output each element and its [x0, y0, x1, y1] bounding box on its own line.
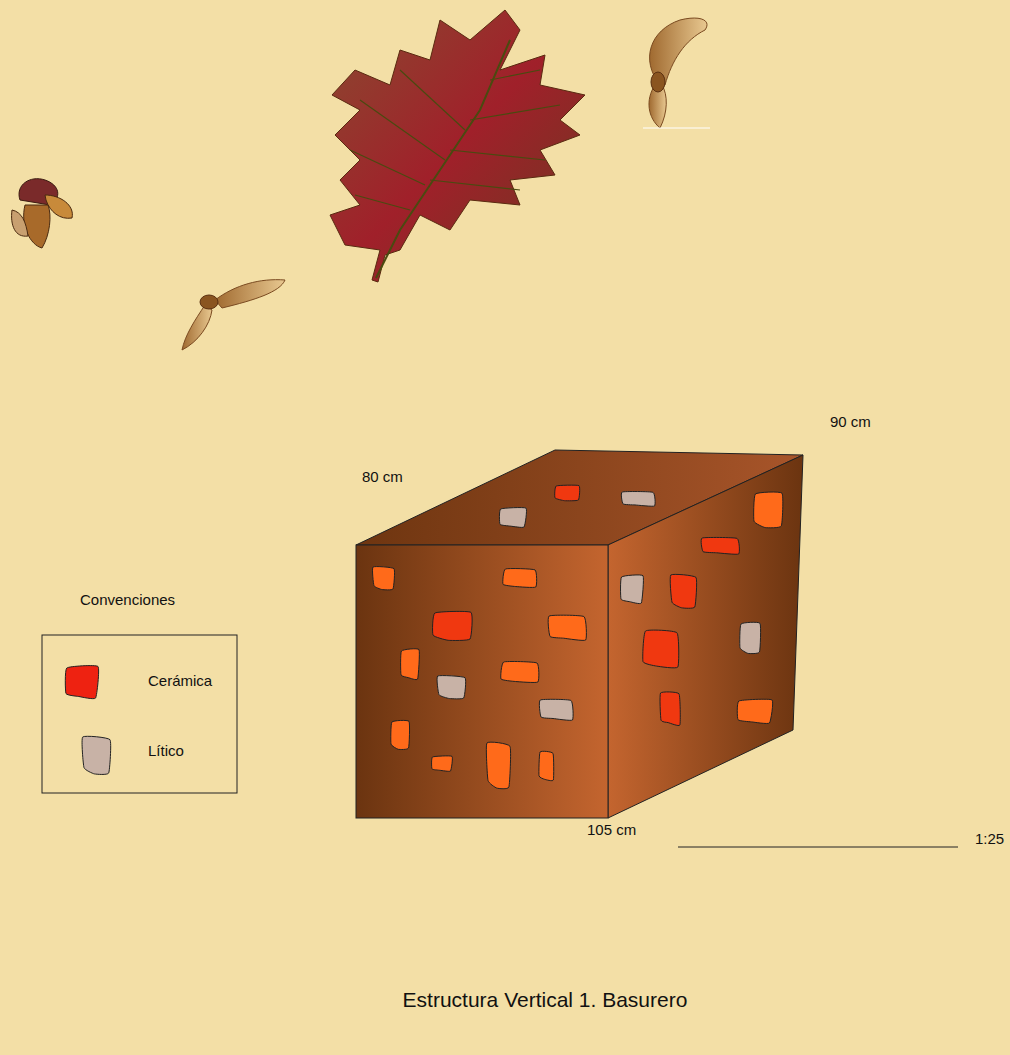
ceramic-fragment: [539, 751, 554, 780]
legend-label: Cerámica: [148, 672, 212, 690]
ceramic-fragment: [754, 492, 783, 528]
ceramic-fragment: [548, 615, 586, 640]
legend-swatch: [82, 736, 111, 774]
lithic-fragment: [621, 492, 655, 507]
scale-bar: [678, 847, 958, 848]
ceramic-fragment: [660, 692, 680, 726]
ceramic-fragment: [401, 649, 420, 680]
refuse-pit-block: [356, 450, 803, 818]
ceramic-fragment: [670, 574, 696, 608]
legend-heading: Convenciones: [80, 591, 175, 609]
legend-swatch: [65, 666, 98, 699]
maple-seed: [643, 18, 710, 128]
dimension-label: 80 cm: [362, 468, 403, 486]
lithic-fragment: [499, 508, 526, 528]
ceramic-fragment: [501, 661, 539, 682]
lithic-fragment: [621, 575, 644, 604]
lithic-fragment: [539, 699, 573, 720]
side-face: [608, 455, 803, 818]
ceramic-fragment: [373, 567, 395, 590]
lithic-fragment: [740, 622, 761, 653]
ceramic-fragment: [432, 756, 453, 771]
ceramic-fragment: [643, 630, 679, 668]
ceramic-fragment: [486, 742, 510, 789]
caption: Estructura Vertical 1. Basurero: [403, 987, 688, 1012]
ceramic-fragment: [701, 537, 739, 554]
scale-label: 1:25: [975, 830, 1004, 848]
ceramic-fragment: [555, 485, 580, 501]
lithic-fragment: [437, 676, 466, 699]
front-face: [356, 545, 608, 818]
legend-frame: [42, 635, 237, 793]
oak-leaf: [330, 10, 585, 282]
ceramic-fragment: [391, 720, 410, 749]
acorn: [12, 179, 73, 248]
legend-label: Lítico: [148, 742, 184, 760]
ceramic-fragment: [737, 699, 772, 723]
ceramic-fragment: [503, 569, 537, 588]
maple-seed: [182, 280, 285, 350]
dimension-label: 90 cm: [830, 413, 871, 431]
ceramic-fragment: [433, 611, 473, 640]
dimension-label: 105 cm: [587, 821, 636, 839]
